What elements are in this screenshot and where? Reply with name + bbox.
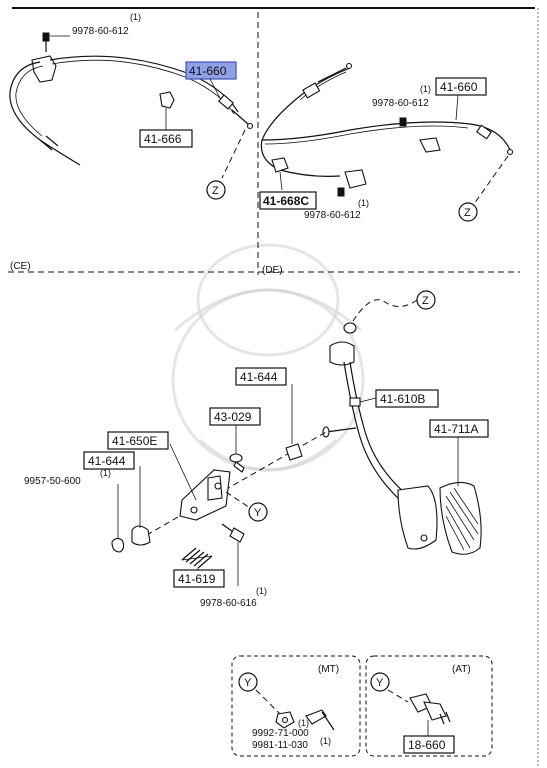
ce-qty-callout: (1): [130, 12, 141, 22]
bolt-9978-616: [221, 523, 245, 543]
main-ref-y: Y: [248, 502, 268, 522]
label-41-644-top-text: 41-644: [240, 370, 278, 384]
ce-cable-label: 41-660: [185, 61, 237, 80]
pedal-bracket: [179, 469, 231, 521]
mt-bolt: [305, 709, 327, 725]
de-ref-z: Z: [458, 202, 478, 222]
label-9978-616-qty: (1): [256, 586, 267, 596]
at-detail-box: (AT) Y 18-660: [365, 655, 493, 757]
ce-clip-label: 41-666: [139, 129, 193, 148]
de-bolt-label-bottom: 9978-60-612: [304, 210, 361, 221]
label-43-029-text: 43-029: [214, 410, 252, 424]
at-y-leader: [387, 689, 409, 703]
mt-part-a: 9992-71-000: [252, 728, 309, 739]
main-y-leader: [225, 491, 251, 509]
mt-qty-a: (1): [298, 718, 309, 728]
de-qty-callout: (1): [420, 84, 431, 94]
p41610b-leader: [359, 397, 377, 403]
de-bolt-label-top: 9978-60-612: [372, 98, 429, 109]
mt-detail-box: (MT) Y (1) 9992-71-000 9981-11-030 (1): [231, 655, 361, 757]
bushing-41-644-top: [285, 443, 303, 461]
mt-y-leader: [255, 689, 281, 715]
label-41-610b-text: 41-610B: [380, 392, 425, 406]
label-41-644-top: 41-644: [235, 367, 287, 386]
ce-cable-label-text: 41-660: [189, 64, 227, 78]
main-ref-y-text: Y: [254, 507, 262, 519]
bolt-43-029: [229, 453, 245, 473]
accelerator-pedal-arm: [322, 322, 438, 550]
mt-ref-y: Y: [244, 677, 252, 689]
label-43-029: 43-029: [209, 407, 261, 426]
label-41-711a-text: 41-711A: [434, 422, 478, 436]
ce-region-label: (CE): [10, 261, 31, 272]
label-9957-qty: (1): [100, 468, 111, 478]
at-part-box: [403, 735, 455, 754]
label-41-610b: 41-610B: [375, 389, 439, 408]
mt-ref-y-circle: [238, 672, 258, 692]
de-clip-label: 41-668C: [259, 191, 317, 210]
ce-ref-z: Z: [206, 180, 226, 200]
label-41-619: 41-619: [173, 569, 225, 588]
ce-cable-leader: [209, 78, 221, 99]
bushing-41-644-left: [131, 525, 151, 546]
de-cable-assembly: [260, 62, 514, 197]
p41650e-leader: [169, 443, 197, 501]
de-z-leader: [473, 155, 509, 205]
ce-z-leader: [221, 129, 246, 179]
de-cable-label-text: 41-660: [440, 80, 478, 94]
at-ref-y: Y: [376, 677, 384, 689]
main-ref-z-text: Z: [422, 295, 429, 307]
label-9978-616: 9978-60-616: [200, 598, 257, 609]
label-41-644-left: 41-644: [83, 451, 135, 470]
at-title: (AT): [452, 664, 471, 675]
label-41-650e-text: 41-650E: [112, 434, 157, 448]
mt-title: (MT): [318, 664, 339, 675]
main-ref-z: Z: [416, 290, 436, 310]
de-bolt-top: [399, 117, 407, 127]
watermark-emblem: [171, 243, 365, 472]
label-41-644-left-text: 41-644: [88, 454, 126, 468]
de-qty-callout-2: (1): [358, 198, 369, 208]
pedal-pad-rubber: [439, 481, 482, 555]
de-ref-z-text: Z: [464, 207, 471, 219]
at-part: 18-660: [408, 738, 446, 752]
at-ref-y-circle: [370, 672, 390, 692]
de-cable-leader: [455, 94, 459, 121]
spring-41-619: [181, 547, 213, 569]
clip-9957: [111, 537, 125, 553]
label-41-711a: 41-711A: [429, 419, 489, 438]
de-clip-label-text: 41-668C: [263, 194, 309, 208]
de-region-label: (DE): [262, 265, 283, 276]
ce-bolt-label: 9978-60-612: [72, 26, 129, 37]
ce-ref-z-text: Z: [212, 185, 219, 197]
mt-part-b: 9981-11-030: [252, 740, 308, 751]
ce-clip-label-text: 41-666: [144, 132, 182, 146]
de-cable-label: 41-660: [435, 77, 487, 96]
label-41-619-text: 41-619: [178, 572, 216, 586]
ce-cable-assembly: [9, 32, 254, 166]
label-9957: 9957-50-600: [24, 476, 81, 487]
label-41-650e: 41-650E: [107, 431, 169, 450]
mt-qty-b: (1): [320, 736, 331, 746]
main-z-leader: [349, 299, 418, 327]
